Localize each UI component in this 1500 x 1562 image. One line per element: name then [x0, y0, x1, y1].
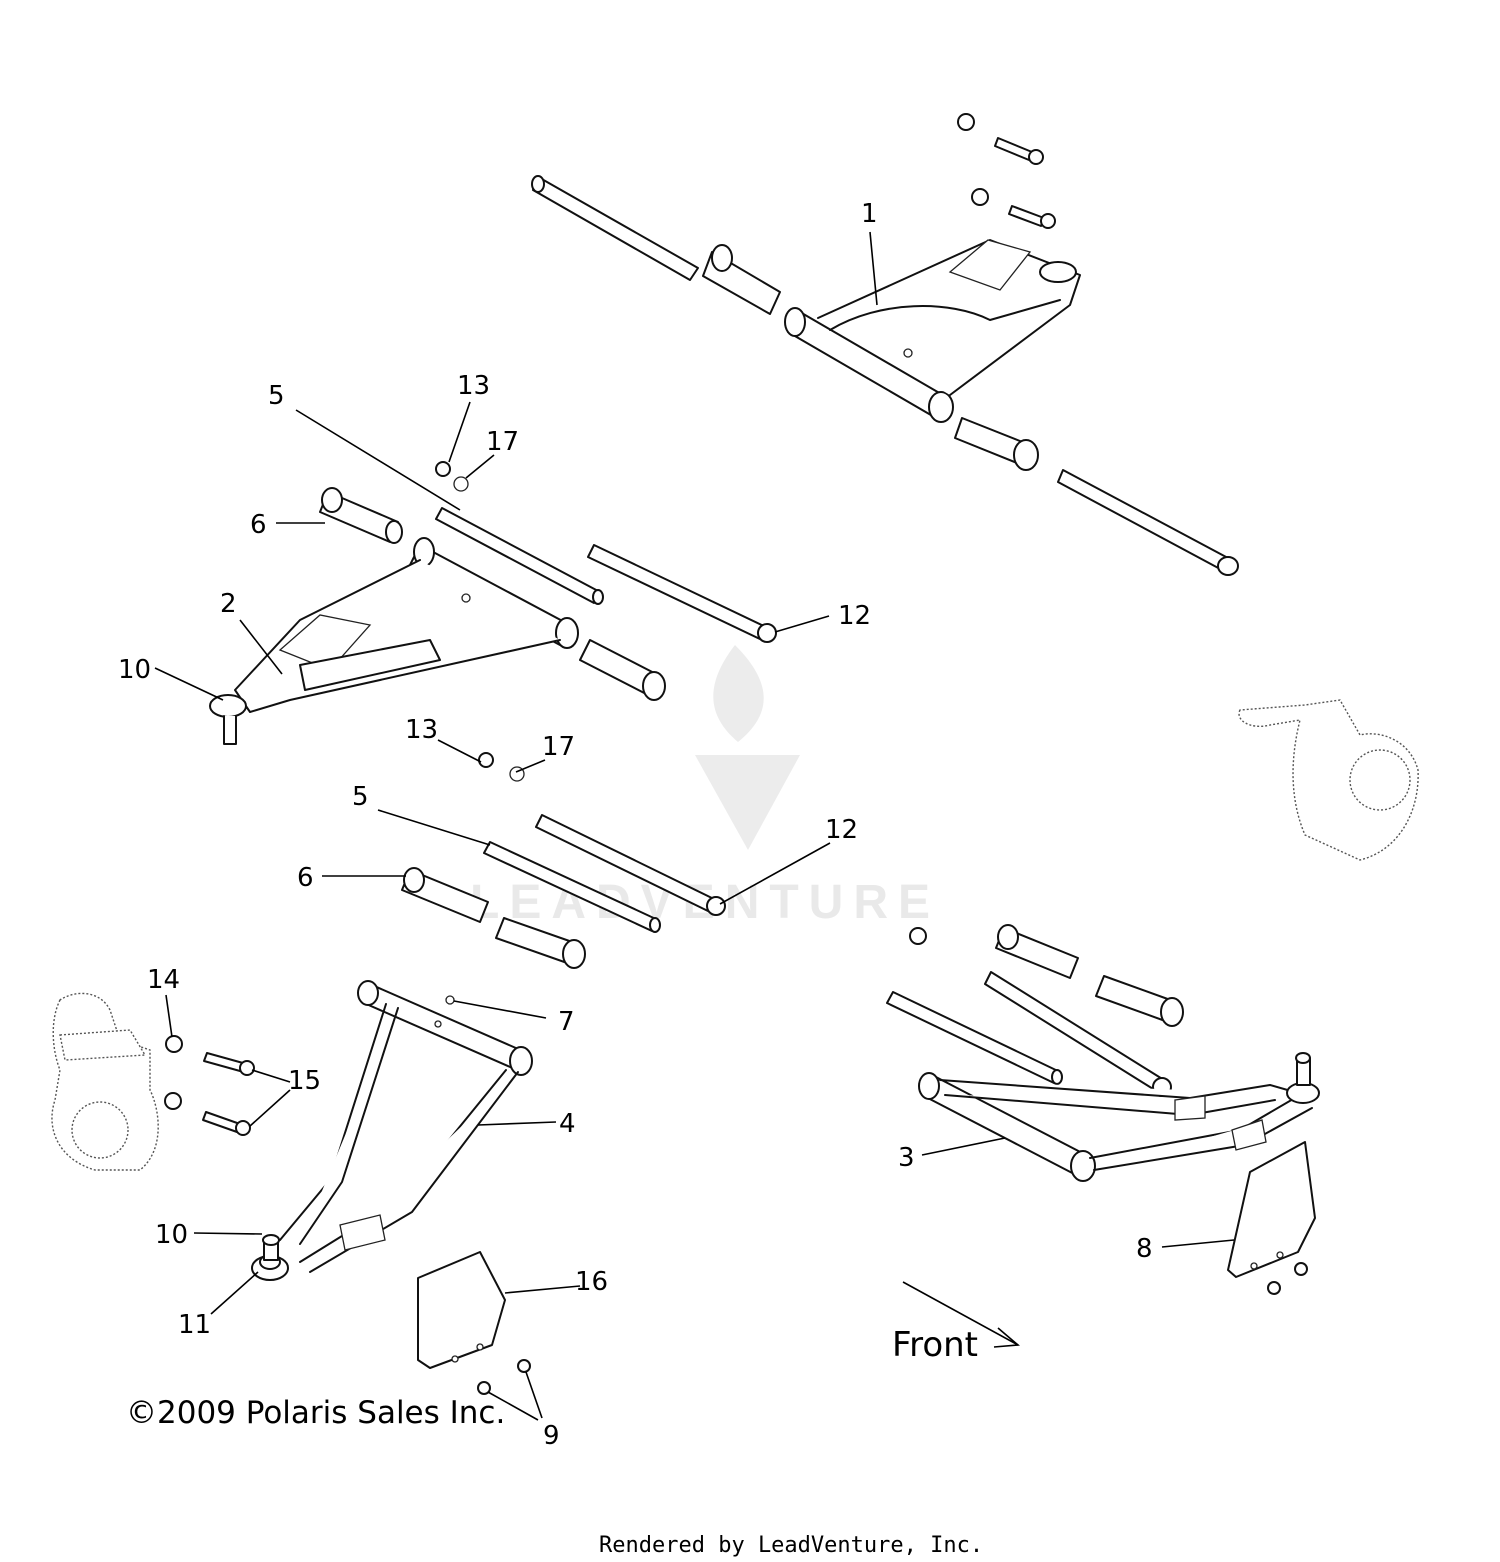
callout-1: 1 [861, 199, 878, 229]
callout-5-lower: 5 [352, 782, 369, 812]
copyright-text: ©2009 Polaris Sales Inc. [126, 1395, 505, 1431]
callout-4: 4 [559, 1109, 576, 1139]
leader-lines [154, 231, 1235, 1421]
callout-15: 15 [288, 1066, 321, 1096]
mid-hardware [401, 752, 726, 969]
skid-plate-right [1227, 1141, 1316, 1295]
lower-a-arm-right [918, 1052, 1320, 1182]
callout-12-lower: 12 [825, 815, 858, 845]
steering-knuckle-right [1238, 699, 1419, 861]
upper-a-arm-left [209, 461, 777, 745]
callout-10-upper: 10 [118, 655, 151, 685]
callout-12-upper: 12 [838, 601, 871, 631]
front-indicator: Front [892, 1281, 1020, 1365]
lower-right-hardware [886, 924, 1184, 1097]
skid-plate-left [417, 1251, 531, 1395]
callout-16: 16 [575, 1267, 608, 1297]
callout-13-lower: 13 [405, 715, 438, 745]
front-label: Front [892, 1325, 978, 1365]
callout-17-lower: 17 [542, 732, 575, 762]
callout-10-lower: 10 [155, 1220, 188, 1250]
watermark: LEADVENTURE [470, 645, 930, 929]
lower-a-arm-left [251, 980, 533, 1281]
front-arrow-head [993, 1327, 1020, 1348]
front-arrow-icon [902, 1281, 1019, 1346]
callout-8: 8 [1136, 1234, 1153, 1264]
callout-11: 11 [178, 1310, 211, 1340]
rendered-by-footer: Rendered by LeadVenture, Inc. [599, 1533, 983, 1558]
callout-3: 3 [898, 1143, 915, 1173]
steering-knuckle-left [51, 992, 255, 1171]
flame-logo-icon [695, 645, 800, 850]
callout-5-upper: 5 [268, 381, 285, 411]
upper-a-arm-right [531, 113, 1239, 576]
callout-6-upper: 6 [250, 510, 267, 540]
callout-14: 14 [147, 965, 180, 995]
callout-2: 2 [220, 589, 237, 619]
callout-6-lower: 6 [297, 863, 314, 893]
callout-labels: 1 2 3 4 5 5 6 6 7 8 9 10 10 11 12 12 13 … [118, 199, 1153, 1451]
callout-13-upper: 13 [457, 371, 490, 401]
callout-9: 9 [543, 1421, 560, 1451]
callout-7: 7 [558, 1007, 575, 1037]
callout-17-upper: 17 [486, 427, 519, 457]
